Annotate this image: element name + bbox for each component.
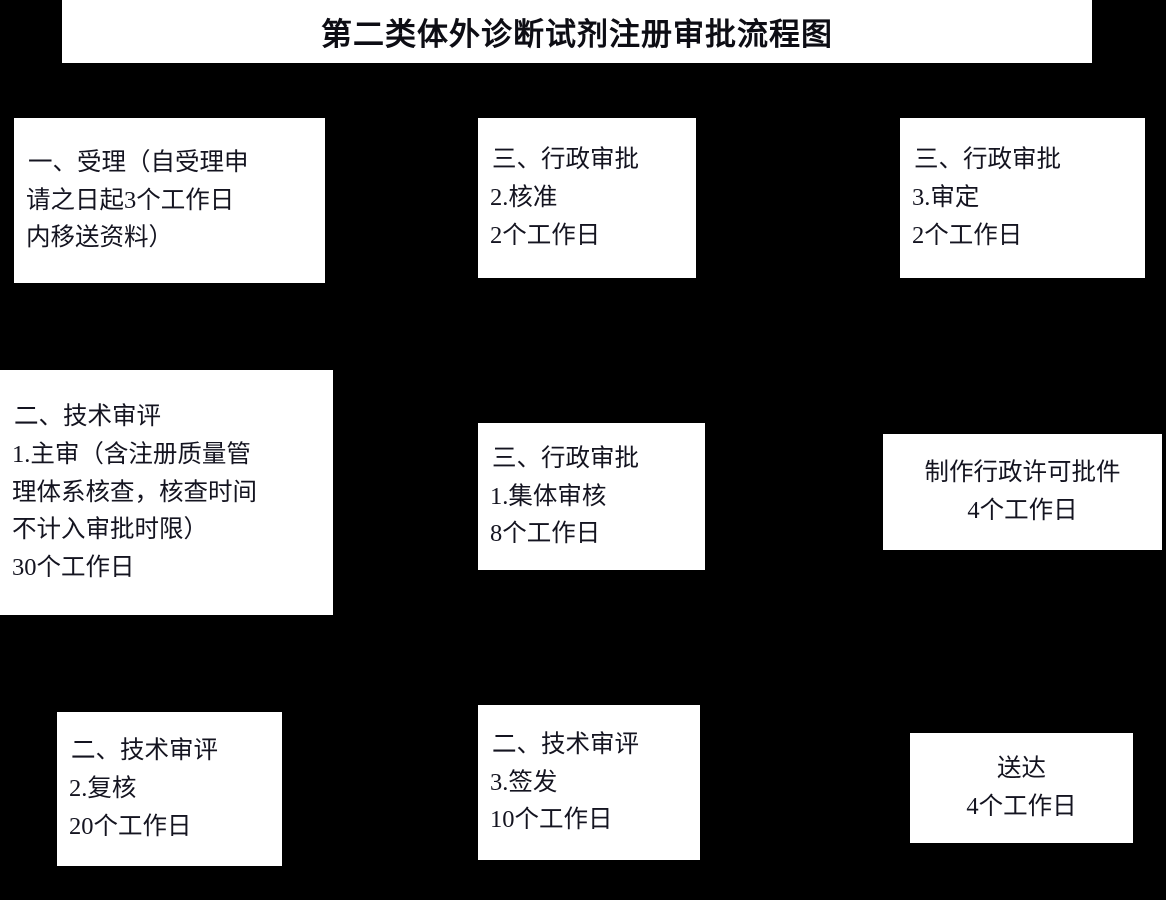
flow-node-approve-1-line-1: 三、行政审批 xyxy=(492,444,639,472)
flow-node-produce-line-2: 4个工作日 xyxy=(967,497,1078,524)
flow-node-accept-line-1: 一、受理（自受理申 xyxy=(28,148,249,176)
flow-node-approve-1-line-3: 8个工作日 xyxy=(490,520,601,548)
flow-node-deliver: 送达 4个工作日 xyxy=(910,733,1133,843)
flow-node-technical-review-recheck: 二、技术审评 2.复核 20个工作日 xyxy=(57,712,282,866)
flow-node-accept-line-2: 请之日起3个工作日 xyxy=(26,186,235,214)
flow-node-review-1-line-3: 理体系核查，核查时间 xyxy=(12,478,257,506)
page-title: 第二类体外诊断试剂注册审批流程图 xyxy=(62,0,1092,63)
flow-node-technical-review-main: 二、技术审评 1.主审（含注册质量管 理体系核查，核查时间 不计入审批时限） 3… xyxy=(0,370,333,615)
flow-node-review-3-line-2: 3.签发 xyxy=(490,768,558,796)
flow-node-review-1-line-1: 二、技术审评 xyxy=(14,402,161,430)
flow-node-review-1-line-4: 不计入审批时限） xyxy=(12,516,208,544)
flow-node-review-3-line-3: 10个工作日 xyxy=(490,806,613,834)
flow-node-approve-2-line-1: 三、行政审批 xyxy=(492,146,639,174)
flow-node-review-1-line-5: 30个工作日 xyxy=(12,554,135,582)
flow-node-review-1-line-2: 1.主审（含注册质量管 xyxy=(12,440,251,468)
flow-node-administrative-approval-collective: 三、行政审批 1.集体审核 8个工作日 xyxy=(478,423,705,570)
flow-node-deliver-line-2: 4个工作日 xyxy=(966,793,1077,820)
flow-node-review-2-line-3: 20个工作日 xyxy=(69,812,192,840)
flow-node-technical-review-issue: 二、技术审评 3.签发 10个工作日 xyxy=(478,705,700,860)
flow-node-review-3-line-1: 二、技术审评 xyxy=(492,730,639,758)
flow-node-review-2-line-1: 二、技术审评 xyxy=(71,737,218,765)
flow-node-approve-1-line-2: 1.集体审核 xyxy=(490,482,607,510)
flow-node-approve-3-line-1: 三、行政审批 xyxy=(914,146,1061,174)
flow-node-approve-2-line-3: 2个工作日 xyxy=(490,221,601,249)
flow-node-accept: 一、受理（自受理申 请之日起3个工作日 内移送资料） xyxy=(14,118,325,283)
flow-node-administrative-approval-examine: 三、行政审批 3.审定 2个工作日 xyxy=(900,118,1145,278)
flow-node-deliver-line-1: 送达 xyxy=(997,755,1046,783)
flow-node-review-2-line-2: 2.复核 xyxy=(69,775,137,803)
flow-node-accept-line-3: 内移送资料） xyxy=(26,224,173,252)
flow-node-produce-line-1: 制作行政许可批件 xyxy=(924,459,1121,487)
flow-node-approve-3-line-2: 3.审定 xyxy=(912,184,980,212)
flow-node-administrative-approval-ratify: 三、行政审批 2.核准 2个工作日 xyxy=(478,118,696,278)
flow-node-produce-license: 制作行政许可批件 4个工作日 xyxy=(883,434,1162,550)
flow-node-approve-2-line-2: 2.核准 xyxy=(490,184,558,212)
flow-node-approve-3-line-3: 2个工作日 xyxy=(912,221,1023,249)
